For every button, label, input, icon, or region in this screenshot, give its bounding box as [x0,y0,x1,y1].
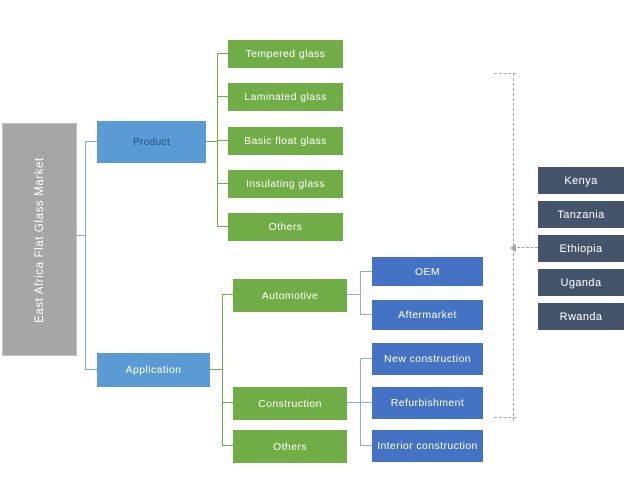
node-oem: OEM [372,257,483,286]
node-interior-construction: Interior construction [372,430,483,462]
node-region-kenya: Kenya [538,167,624,194]
node-new-construction: New construction [372,343,483,375]
connector-application-out [210,369,222,370]
node-others-product: Others [228,213,343,241]
node-construction-label: Construction [258,397,322,410]
node-region-ethiopia-label: Ethiopia [559,242,603,255]
connector-automotive-out [347,294,360,295]
node-aftermarket-label: Aftermarket [398,309,457,321]
dashed-arrowhead-icon [510,244,516,252]
node-interior-construction-label: Interior construction [377,440,478,452]
node-region-rwanda-label: Rwanda [559,310,603,323]
node-refurbishment: Refurbishment [372,387,483,419]
connector-stub-automotive [222,294,233,295]
connector-construction-out [347,402,360,403]
node-tempered-glass: Tempered glass [228,40,343,68]
dashed-bracket-bottom [494,417,516,418]
connector-application-vertical [222,294,223,446]
node-product: Product [97,121,206,163]
node-region-kenya-label: Kenya [564,174,598,187]
connector-product-out [206,141,217,142]
connector-stub-insulating [217,183,228,184]
connector-stub-new-construction [360,358,372,359]
node-basic-float-glass-label: Basic float glass [244,135,327,147]
connector-automotive-vertical [360,271,361,315]
node-region-tanzania-label: Tanzania [557,208,605,221]
node-basic-float-glass: Basic float glass [228,127,343,155]
connector-stub-oem [360,271,372,272]
connector-stub-construction [222,402,233,403]
node-new-construction-label: New construction [384,353,471,365]
dashed-bracket-top [494,73,516,74]
node-region-rwanda: Rwanda [538,303,624,330]
node-construction: Construction [233,387,347,420]
dashed-arrow-shaft [517,247,538,248]
node-automotive: Automotive [233,279,347,312]
connector-stub-refurbishment [360,402,372,403]
connector-stub-aftermarket [360,314,372,315]
node-tempered-glass-label: Tempered glass [245,48,326,60]
node-laminated-glass: Laminated glass [228,83,343,111]
connector-stub-laminated [217,96,228,97]
node-oem-label: OEM [414,265,441,278]
node-product-label: Product [132,136,171,148]
node-insulating-glass: Insulating glass [228,170,343,198]
connector-trunk-vertical [85,141,86,370]
node-region-uganda: Uganda [538,269,624,296]
node-automotive-label: Automotive [261,289,319,302]
node-region-tanzania: Tanzania [538,201,624,228]
connector-stub-tempered [217,53,228,54]
connector-to-application [85,369,97,370]
connector-stub-basic-float [217,140,228,141]
node-others-product-label: Others [268,221,303,233]
connector-to-product [85,141,97,142]
node-insulating-glass-label: Insulating glass [246,178,325,190]
connector-stub-interior-construction [360,445,372,446]
node-application: Application [97,353,210,387]
root-node-label: East Africa Flat Glass Market [33,156,46,323]
node-others-application: Others [233,430,347,463]
node-application-label: Application [125,364,182,376]
node-refurbishment-label: Refurbishment [390,397,465,409]
connector-stub-others-application [222,445,233,446]
connector-root-trunk [77,235,85,236]
node-aftermarket: Aftermarket [372,300,483,330]
root-node-east-africa-flat-glass-market: East Africa Flat Glass Market [2,123,77,356]
node-region-uganda-label: Uganda [560,276,602,289]
connector-stub-others-product [217,226,228,227]
node-others-application-label: Others [273,440,307,453]
node-region-ethiopia: Ethiopia [538,235,624,262]
node-laminated-glass-label: Laminated glass [244,91,327,103]
